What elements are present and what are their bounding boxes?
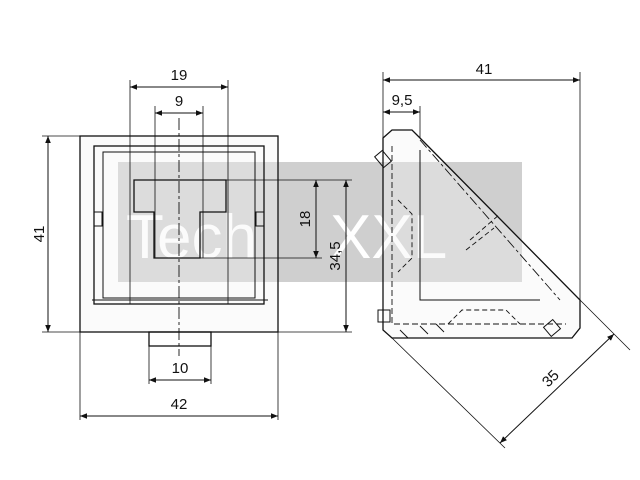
side-clip-bottom-left [377,309,391,323]
side-bottom-slot [447,309,521,325]
watermark-text-left: Tech [126,203,257,272]
dim-label-34-5: 34,5 [327,241,344,270]
side-inner-dashed [391,146,566,325]
side-view [373,129,581,339]
side-inner-edge [419,150,540,301]
side-diagonal-centerline [419,139,561,301]
front-bottom-tab [148,331,212,347]
front-view [79,118,279,356]
front-right-clip [255,211,265,227]
side-hatch-marks [399,323,445,339]
side-left-slot [397,199,413,273]
dim-label-10: 10 [172,360,189,377]
side-diagonal-rib [465,213,501,251]
front-dimension-lines [45,84,349,419]
dim-label-42: 42 [171,396,188,413]
dim-label-9: 9 [175,93,183,110]
watermark-box [118,162,522,282]
watermark: Tech XXL [118,162,522,282]
dim-label-18: 18 [297,211,314,228]
dim-label-41-top: 41 [476,61,493,78]
front-left-clip [93,211,103,227]
front-base-lines [92,299,268,305]
side-outline [382,129,581,339]
dim-label-19: 19 [171,67,188,84]
side-clip-top [373,149,393,169]
side-extension-lines [382,72,631,449]
dim-line-35 [499,333,615,444]
side-dimension-lines [383,77,615,444]
side-clip-bottom-right [542,318,562,338]
dim-label-41-left: 41 [31,226,48,243]
dim-label-35: 35 [539,367,563,391]
watermark-text-right: XXL [330,203,447,272]
dim-label-9-5: 9,5 [392,92,413,109]
